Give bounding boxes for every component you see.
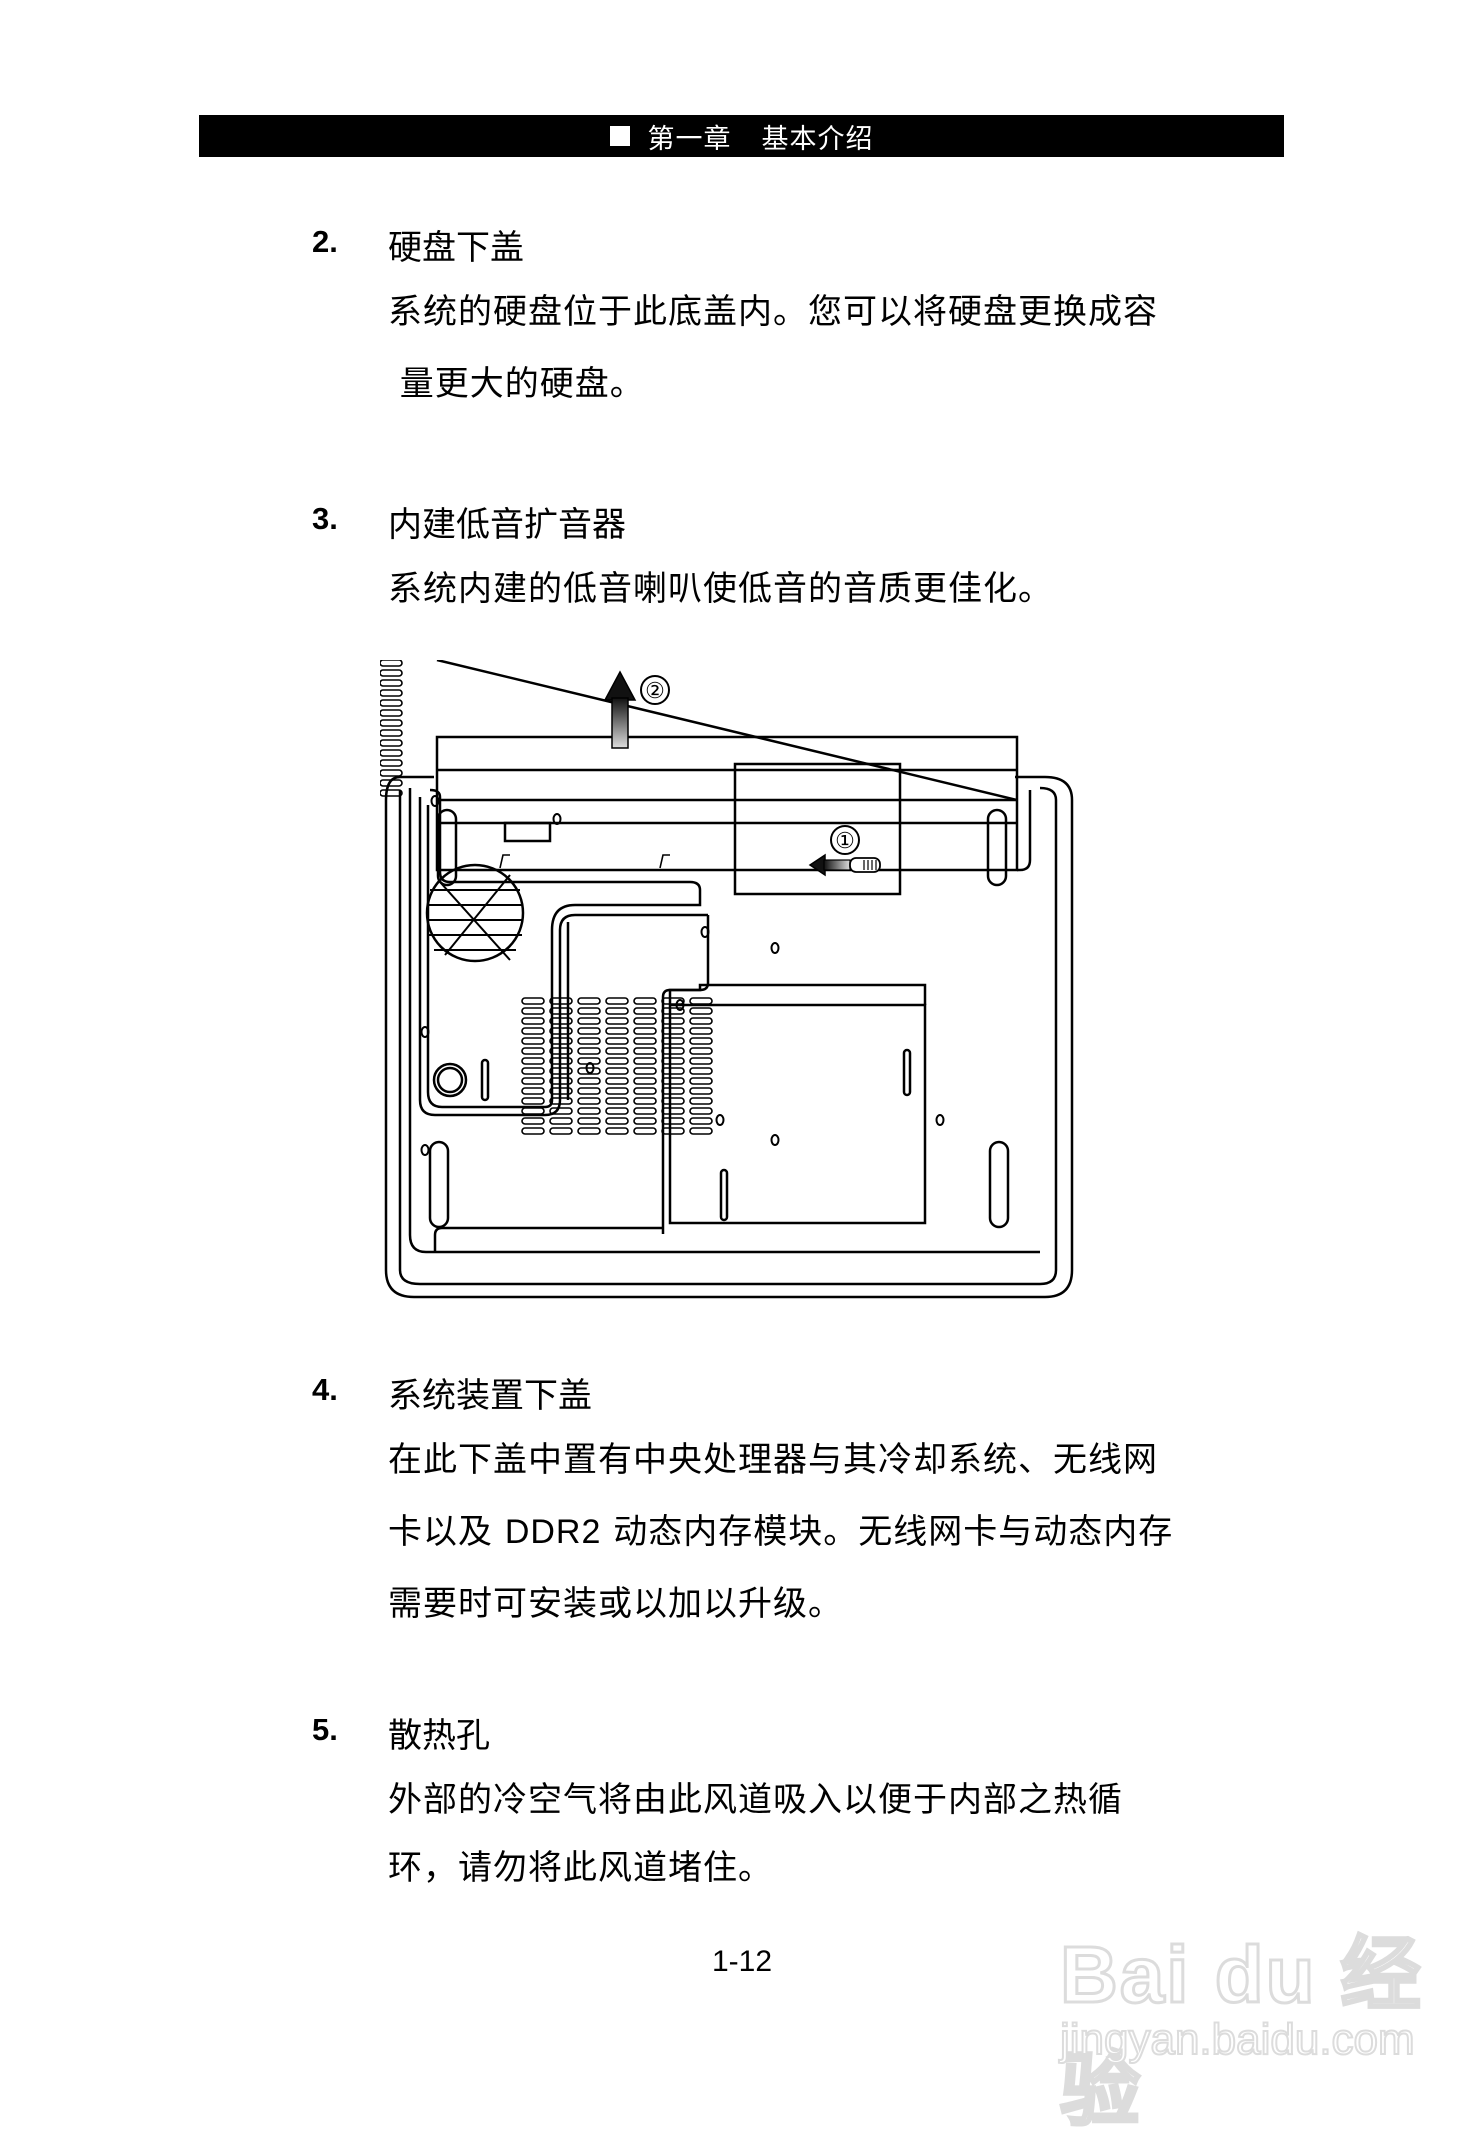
body-line: 卡以及 DDR2 动态内存模块。无线网卡与动态内存 (388, 1504, 1173, 1553)
section-number: 2. (312, 224, 338, 259)
baidu-watermark: Bai du 经验 jingyan.baidu.com (1040, 1870, 1440, 2137)
body-text: 动态内存模块。无线网卡与动态内存 (613, 1512, 1174, 1552)
square-bullet-icon (609, 126, 630, 146)
watermark-url: jingyan.baidu.com (1059, 2014, 1416, 2065)
section-title: 系统装置下盖 (388, 1376, 592, 1416)
section-number: 4. (312, 1372, 338, 1407)
callout-1: ① (835, 828, 855, 853)
body-line: 环，请勿将此风道堵住。 (388, 1848, 773, 1888)
section-title: 内建低音扩音器 (388, 505, 626, 545)
section-number: 3. (312, 501, 338, 536)
page-number: 1-12 (712, 1945, 773, 1978)
body-text: 卡以及 (388, 1512, 493, 1552)
body-line: 外部的冷空气将由此风道吸入以便于内部之热循 (388, 1780, 1123, 1820)
laptop-bottom-diagram: ② ① (379, 658, 1080, 1304)
vent-slots (379, 659, 403, 797)
chapter-title: 基本介绍 (761, 123, 874, 155)
section-title: 硬盘下盖 (388, 228, 524, 268)
callout-2: ② (645, 678, 665, 703)
chapter-header-bar: 第一章 基本介绍 (199, 115, 1284, 157)
body-line: 系统的硬盘位于此底盖内。您可以将硬盘更换成容 (388, 292, 1158, 332)
body-line: 需要时可安装或以加以升级。 (388, 1584, 843, 1624)
chapter-label: 第一章 (647, 123, 732, 155)
section-number: 5. (312, 1712, 338, 1747)
body-line: 在此下盖中置有中央处理器与其冷却系统、无线网 (388, 1440, 1158, 1480)
body-line: 量更大的硬盘。 (388, 364, 645, 404)
ddr2-text: DDR2 (504, 1513, 602, 1551)
laptop-bottom-illustration: ② ① (379, 658, 1074, 1299)
section-title: 散热孔 (388, 1716, 490, 1756)
body-line: 系统内建的低音喇叭使低音的音质更佳化。 (388, 569, 1053, 609)
